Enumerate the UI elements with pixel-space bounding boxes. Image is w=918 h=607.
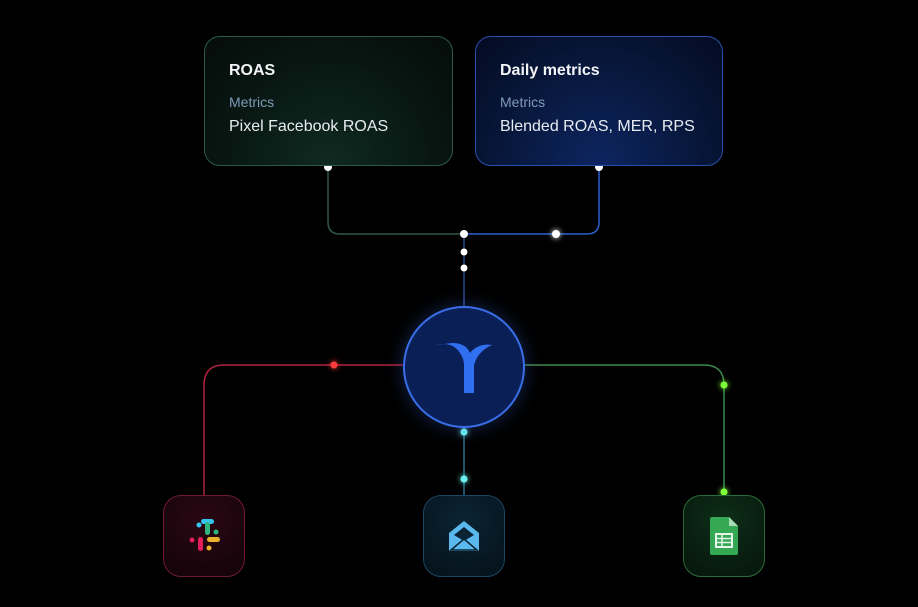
node-dot-cyan xyxy=(460,475,468,483)
slack-tile[interactable] xyxy=(163,495,245,577)
card-title: Daily metrics xyxy=(500,62,600,79)
google-sheets-icon xyxy=(710,517,738,555)
node-dot xyxy=(460,248,468,256)
triple-whale-logo-icon xyxy=(436,343,492,393)
card-label: Metrics xyxy=(229,94,275,110)
slack-icon xyxy=(189,519,220,551)
node-dot xyxy=(552,230,560,238)
wire-daily xyxy=(464,167,600,235)
node-dot-green xyxy=(720,381,728,389)
card-value: Pixel Facebook ROAS xyxy=(229,118,389,135)
node-dot-green xyxy=(720,488,728,496)
email-tile[interactable] xyxy=(423,495,505,577)
card-value: Blended ROAS, MER, RPS xyxy=(500,118,695,135)
google-sheets-tile[interactable] xyxy=(683,495,765,577)
card-title: ROAS xyxy=(229,62,276,79)
roas-card[interactable]: ROAS Metrics Pixel Facebook ROAS xyxy=(204,36,453,166)
card-label: Metrics xyxy=(500,94,546,110)
hub-node[interactable] xyxy=(403,306,525,428)
wire-sheets xyxy=(521,364,725,495)
daily-metrics-card[interactable]: Daily metrics Metrics Blended ROAS, MER,… xyxy=(475,36,723,166)
node-dot-red xyxy=(330,361,338,369)
node-dot xyxy=(460,264,468,272)
node-dot xyxy=(460,230,468,238)
wire-slack xyxy=(203,364,403,495)
wire-roas xyxy=(327,167,464,235)
node-dot-cyan xyxy=(460,428,468,436)
mail-icon xyxy=(448,521,480,551)
